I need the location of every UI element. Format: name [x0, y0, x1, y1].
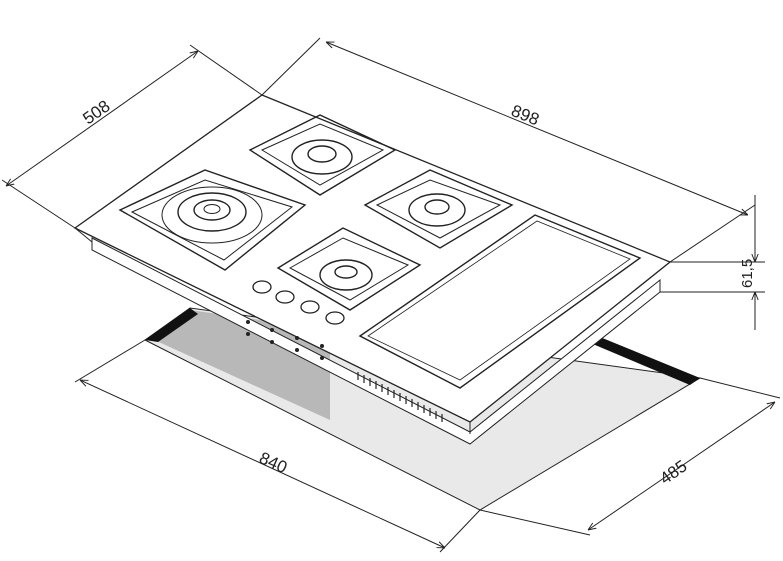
griddle-plate: [358, 214, 642, 389]
control-knobs: [252, 280, 345, 325]
burner-front: [276, 227, 422, 311]
height-label: 61,5: [739, 259, 756, 288]
indicator-dots: [246, 320, 324, 360]
cutout-depth-label: 485: [656, 456, 690, 488]
cutout-width-label: 840: [256, 448, 290, 477]
width-label: 898: [509, 101, 542, 129]
depth-label: 508: [79, 96, 113, 128]
dimension-height: 61,5: [660, 195, 765, 330]
